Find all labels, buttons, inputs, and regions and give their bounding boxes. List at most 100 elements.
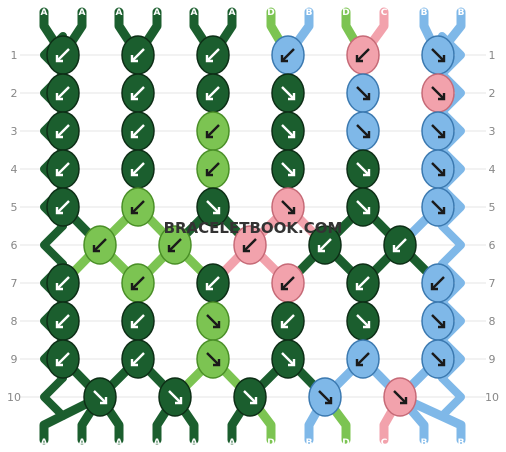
knot: [346, 35, 380, 75]
knot: [346, 149, 380, 189]
knot: [46, 301, 80, 341]
row-number-left: 10: [7, 391, 21, 404]
knot: [121, 111, 155, 151]
knot: [121, 73, 155, 113]
arrow-down-left-icon: [281, 276, 295, 290]
row-number-left: 9: [11, 353, 18, 366]
knot: [421, 339, 455, 379]
arrow-head-icon: [288, 169, 296, 177]
arrow-down-left-icon: [356, 276, 370, 290]
arrow-head-icon: [205, 93, 213, 101]
arrow-down-left-icon: [206, 124, 220, 138]
top-string-letter: A: [116, 8, 123, 18]
bottom-string-letter: A: [191, 438, 198, 448]
row-number-right: 2: [489, 87, 496, 100]
arrow-down-left-icon: [431, 276, 445, 290]
arrow-down-left-icon: [56, 276, 70, 290]
knot: [196, 187, 230, 227]
arrow-head-icon: [280, 283, 288, 291]
row-number-right: 7: [489, 277, 496, 290]
arrow-head-icon: [363, 321, 371, 329]
watermark: BRACELETBOOK.COM: [164, 219, 343, 237]
row-number-right: 4: [489, 163, 496, 176]
arrow-head-icon: [213, 359, 221, 367]
arrow-head-icon: [130, 207, 138, 215]
arrow-head-icon: [288, 131, 296, 139]
knot: [383, 377, 417, 417]
arrow-head-icon: [205, 169, 213, 177]
row-number-right: 6: [489, 239, 496, 252]
top-string-letter: A: [191, 8, 198, 18]
arrow-down-right-icon: [281, 124, 295, 138]
arrow-down-left-icon: [131, 86, 145, 100]
knot: [196, 301, 230, 341]
arrow-head-icon: [438, 93, 446, 101]
arrow-head-icon: [288, 93, 296, 101]
knot: [308, 377, 342, 417]
arrow-down-left-icon: [393, 238, 407, 252]
arrow-down-right-icon: [356, 162, 370, 176]
row-number-left: 2: [11, 87, 18, 100]
arrow-down-left-icon: [93, 238, 107, 252]
arrow-down-right-icon: [356, 200, 370, 214]
arrow-down-left-icon: [131, 200, 145, 214]
row-number-left: 1: [11, 49, 18, 62]
knot: [346, 263, 380, 303]
arrow-down-right-icon: [431, 352, 445, 366]
arrow-down-right-icon: [281, 162, 295, 176]
knot: [196, 263, 230, 303]
arrow-down-right-icon: [206, 352, 220, 366]
knot: [346, 301, 380, 341]
knot: [46, 35, 80, 75]
knot: [196, 73, 230, 113]
arrow-head-icon: [438, 207, 446, 215]
arrow-head-icon: [438, 131, 446, 139]
knot: [121, 339, 155, 379]
arrow-down-right-icon: [281, 86, 295, 100]
knot: [383, 225, 417, 265]
knot: [308, 225, 342, 265]
arrow-down-left-icon: [206, 276, 220, 290]
arrow-down-right-icon: [393, 390, 407, 404]
arrow-head-icon: [430, 283, 438, 291]
knot: [421, 35, 455, 75]
arrow-down-left-icon: [206, 48, 220, 62]
arrow-down-right-icon: [93, 390, 107, 404]
arrow-down-left-icon: [56, 314, 70, 328]
arrow-head-icon: [355, 283, 363, 291]
knot: [346, 339, 380, 379]
arrow-down-left-icon: [131, 314, 145, 328]
arrow-head-icon: [288, 359, 296, 367]
arrow-head-icon: [130, 93, 138, 101]
arrow-down-right-icon: [281, 352, 295, 366]
arrow-head-icon: [280, 321, 288, 329]
arrow-head-icon: [55, 283, 63, 291]
arrow-down-left-icon: [131, 162, 145, 176]
edge-turn: [40, 374, 67, 420]
knot: [271, 301, 305, 341]
top-string-letter: A: [154, 8, 161, 18]
knot: [421, 149, 455, 189]
knot: [271, 263, 305, 303]
arrow-head-icon: [280, 55, 288, 63]
bottom-string-letter: A: [154, 438, 161, 448]
arrow-head-icon: [355, 359, 363, 367]
arrow-down-right-icon: [431, 314, 445, 328]
knot: [421, 111, 455, 151]
arrow-down-left-icon: [356, 352, 370, 366]
arrow-head-icon: [242, 245, 250, 253]
arrow-down-left-icon: [131, 276, 145, 290]
knot: [83, 377, 117, 417]
knot: [121, 35, 155, 75]
arrow-head-icon: [167, 245, 175, 253]
knot: [121, 301, 155, 341]
arrow-head-icon: [363, 169, 371, 177]
arrow-head-icon: [92, 245, 100, 253]
arrow-down-left-icon: [281, 48, 295, 62]
arrow-head-icon: [205, 131, 213, 139]
bottom-string-tail: [395, 392, 466, 445]
knot: [346, 187, 380, 227]
arrow-down-left-icon: [56, 124, 70, 138]
bottom-string-letter: A: [229, 438, 236, 448]
arrow-down-left-icon: [56, 86, 70, 100]
